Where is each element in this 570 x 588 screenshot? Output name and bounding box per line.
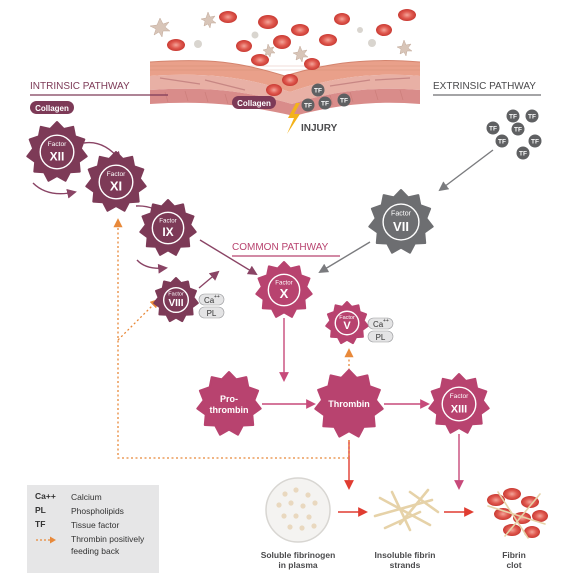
soluble-label-1: Soluble fibrinogen xyxy=(261,550,336,560)
collagen-top-label: Collagen xyxy=(237,99,271,108)
tf-badge: TF xyxy=(516,146,530,160)
injury-label: INJURY xyxy=(301,123,338,134)
svg-text:TF: TF xyxy=(489,126,497,133)
tf-badge: TF xyxy=(528,134,542,148)
collagen-left-label: Collagen xyxy=(35,104,69,113)
tf-badge: TF xyxy=(311,83,325,97)
clot-label-2: clot xyxy=(506,560,521,570)
factor-caption: Factor xyxy=(107,171,126,178)
factor-caption: Factor xyxy=(275,279,292,286)
legend-key: PL xyxy=(35,505,46,515)
factor-caption: Factor xyxy=(391,211,412,218)
v-ca-sup: ++ xyxy=(383,318,389,324)
factor-caption: Factor xyxy=(450,393,469,400)
legend: Ca++ Calcium PL Phospholipids TF Tissue … xyxy=(27,485,159,573)
factor-numeral: XI xyxy=(110,178,122,193)
svg-text:TF: TF xyxy=(514,127,522,134)
v-cofactors: Ca ++ PL xyxy=(367,317,394,343)
tf-badge: TF xyxy=(337,93,351,107)
collagen-tag-top: Collagen xyxy=(232,96,276,109)
svg-text:TF: TF xyxy=(321,101,329,108)
injury-bolt-icon xyxy=(287,103,300,134)
tf-badge: TF xyxy=(511,122,525,136)
legend-value: Calcium xyxy=(71,492,102,502)
thrombin-label: Thrombin xyxy=(328,399,370,409)
red-blood-cells-top xyxy=(149,9,416,96)
factor-numeral: X xyxy=(280,286,289,301)
dotted-arrow-icon xyxy=(35,533,71,547)
factor-numeral: XIII xyxy=(451,403,468,415)
svg-text:TF: TF xyxy=(531,139,539,146)
collagen-tag-left: Collagen xyxy=(30,101,74,114)
viii-cofactors: Ca ++ PL xyxy=(198,293,225,319)
product-labels: Soluble fibrinogen in plasma Insoluble f… xyxy=(261,550,526,570)
prothrombin-label-2: thrombin xyxy=(210,405,249,415)
legend-value: Phospholipids xyxy=(71,506,124,516)
tf-badge: TF xyxy=(525,109,539,123)
legend-key: Ca++ xyxy=(35,491,56,501)
insoluble-label-2: strands xyxy=(390,560,421,570)
common-pathway-title: COMMON PATHWAY xyxy=(232,242,329,253)
clot-label-1: Fibrin xyxy=(502,550,526,560)
viii-ca-sup: ++ xyxy=(214,294,220,300)
factor-caption: Factor xyxy=(339,315,355,321)
tf-badge: TF xyxy=(486,121,500,135)
factor-caption: Factor xyxy=(168,292,184,298)
insoluble-fibrin-illustration xyxy=(373,488,440,532)
svg-text:TF: TF xyxy=(528,114,536,121)
soluble-fibrinogen-illustration xyxy=(265,477,331,543)
factor-caption: Factor xyxy=(48,141,67,148)
soluble-label-2: in plasma xyxy=(278,560,317,570)
tf-cluster-injury: TF TF TF TF xyxy=(301,83,351,112)
tf-cluster-extrinsic: TF TF TF TF TF TF TF xyxy=(486,109,542,160)
factor-numeral: VIII xyxy=(168,298,183,309)
thrombin-feedback-arrows xyxy=(113,218,354,459)
tf-badge: TF xyxy=(318,96,332,110)
svg-text:TF: TF xyxy=(519,151,527,158)
viii-pl-label: PL xyxy=(207,309,217,318)
extrinsic-pathway-title: EXTRINSIC PATHWAY xyxy=(433,81,536,92)
vessel-wall-illustration xyxy=(149,60,421,116)
svg-text:TF: TF xyxy=(314,88,322,95)
svg-text:TF: TF xyxy=(509,114,517,121)
tf-badge: TF xyxy=(506,109,520,123)
factor-numeral: XII xyxy=(50,149,65,163)
legend-value: Thrombin positively feeding back xyxy=(71,534,145,556)
intrinsic-pathway-title: INTRINSIC PATHWAY xyxy=(30,81,130,92)
viii-ca-label: Ca xyxy=(204,296,215,305)
v-pl-label: PL xyxy=(376,333,386,342)
svg-text:TF: TF xyxy=(304,103,312,110)
factor-caption: Factor xyxy=(159,217,176,224)
prothrombin-label-1: Pro- xyxy=(220,394,238,404)
svg-text:TF: TF xyxy=(498,139,506,146)
legend-key: TF xyxy=(35,519,46,529)
tf-badge: TF xyxy=(495,134,509,148)
cascade-arrows xyxy=(32,141,494,517)
legend-value: Tissue factor xyxy=(71,520,120,530)
factor-numeral: V xyxy=(343,320,351,332)
factor-gears: FactorXIIFactorXIFactorIXFactorVIIIFacto… xyxy=(26,121,490,438)
thrombin-gear: Thrombin xyxy=(314,369,384,438)
factor-numeral: VII xyxy=(393,219,409,234)
factor-numeral: IX xyxy=(162,225,173,239)
fibrin-clot-illustration xyxy=(487,488,548,539)
v-ca-label: Ca xyxy=(373,320,384,329)
tf-badge: TF xyxy=(301,98,315,112)
svg-text:TF: TF xyxy=(340,98,348,105)
prothrombin-gear: Pro-thrombin xyxy=(196,371,262,436)
insoluble-label-1: Insoluble fibrin xyxy=(375,550,436,560)
